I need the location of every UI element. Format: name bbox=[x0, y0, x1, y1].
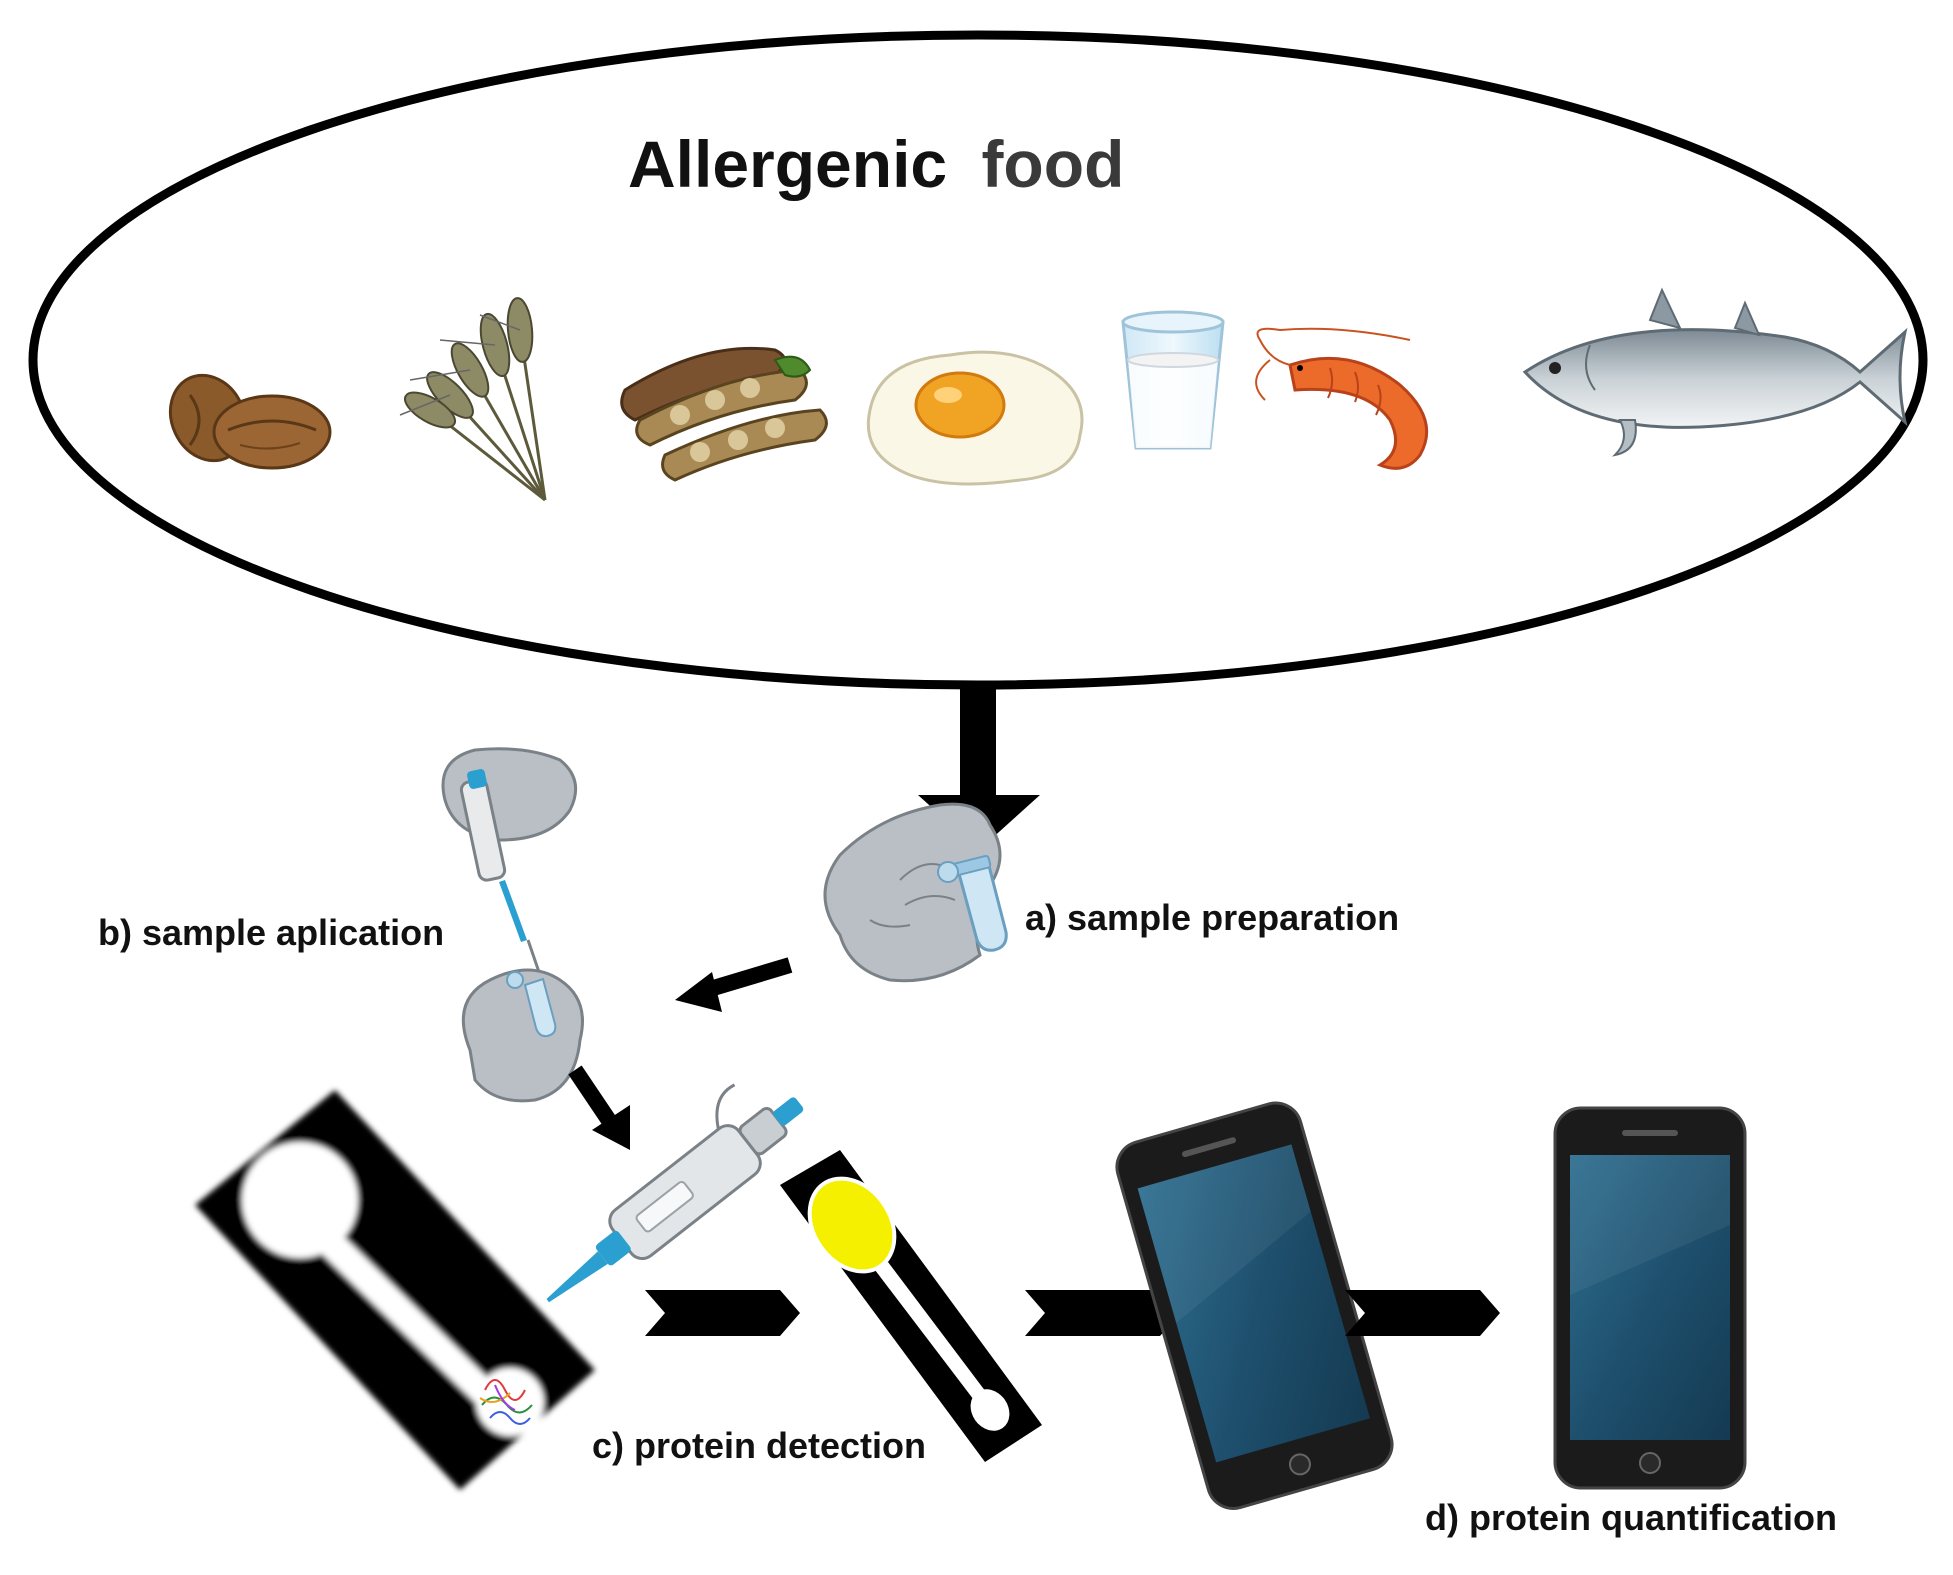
gloved-hand-pipette-icon bbox=[441, 747, 578, 976]
soybean-pods-icon bbox=[620, 346, 828, 482]
test-strip-detection-icon bbox=[780, 1150, 1042, 1462]
step-a-label: a) sample preparation bbox=[1025, 897, 1399, 938]
microtube-icon bbox=[937, 854, 1008, 952]
micropipette-icon bbox=[459, 769, 542, 976]
step-c-label: c) protein detection bbox=[592, 1425, 926, 1466]
gloved-hand-tube-b-icon bbox=[461, 968, 584, 1103]
chevron-arrow-2 bbox=[1025, 1290, 1180, 1336]
chevron-arrow-3 bbox=[1345, 1290, 1500, 1336]
milk-glass-icon bbox=[1121, 310, 1225, 450]
fried-egg-icon bbox=[866, 350, 1084, 486]
smartphone-tilted-icon bbox=[1115, 1101, 1394, 1510]
step-d-label: d) protein quantification bbox=[1425, 1497, 1837, 1538]
arrow-b-to-c bbox=[568, 1065, 630, 1150]
step-b-label: b) sample aplication bbox=[98, 912, 444, 953]
protein-structure-icon bbox=[479, 1379, 533, 1425]
chevron-arrow-1 bbox=[645, 1290, 800, 1336]
gloved-hand-tube-icon bbox=[823, 802, 1008, 983]
title-allergenic: Allergenic bbox=[628, 127, 947, 201]
arrow-a-to-b bbox=[675, 957, 793, 1012]
walnuts-icon bbox=[168, 373, 332, 470]
ellipse-title: Allergenic food bbox=[628, 127, 1124, 201]
shrimp-icon bbox=[1255, 327, 1429, 470]
title-food: food bbox=[981, 127, 1124, 201]
food-group-ellipse bbox=[28, 30, 1928, 690]
test-strip-large-icon bbox=[195, 1090, 595, 1490]
wheat-icon bbox=[399, 297, 547, 502]
fish-icon bbox=[1522, 287, 1908, 457]
smartphone-upright-icon bbox=[1553, 1106, 1747, 1490]
micropipette-large-icon bbox=[546, 1083, 804, 1303]
